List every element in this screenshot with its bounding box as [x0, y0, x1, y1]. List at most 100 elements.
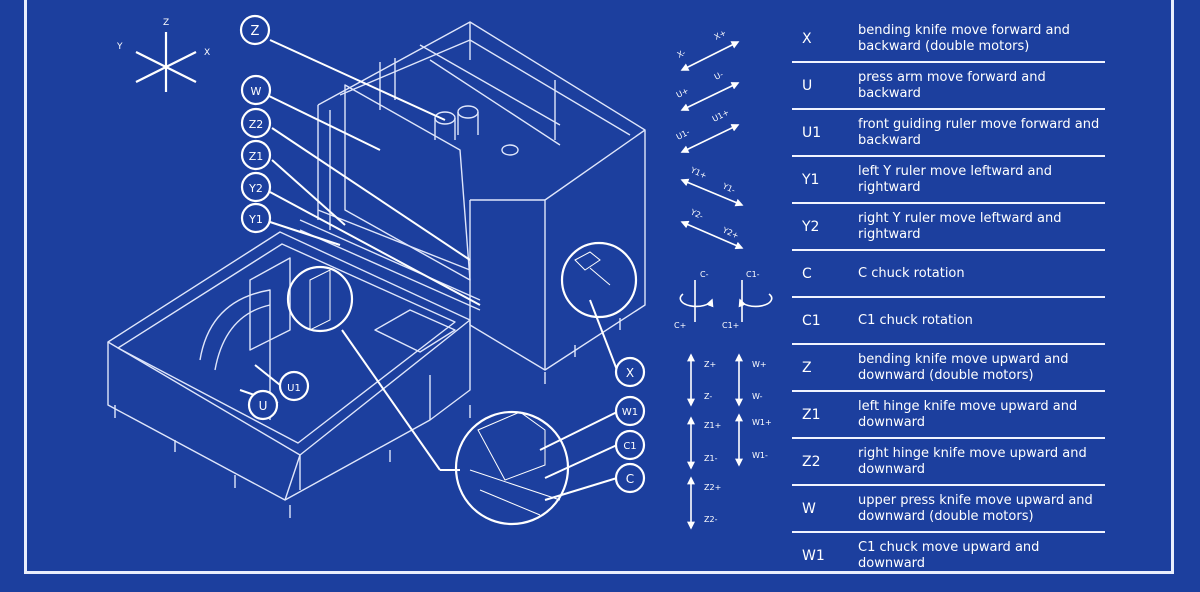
callout-u-label: U: [259, 399, 268, 413]
arrow-w1-plus-label: W1+: [752, 418, 772, 427]
arrow-y1-plus-label: Y1+: [688, 165, 708, 180]
arrow-z1-plus-label: Z1+: [704, 421, 721, 430]
arrow-u1-plus-label: U1+: [711, 108, 731, 124]
legend-desc: C chuck rotation: [858, 265, 965, 281]
legend-row: Y2 right Y ruler move leftward and right…: [792, 204, 1105, 251]
legend-desc: front guiding ruler move forward and bac…: [858, 116, 1100, 148]
legend-desc: C1 chuck rotation: [858, 312, 973, 328]
callout-y1-label: Y1: [248, 213, 263, 226]
arrow-c-plus-label: C+: [674, 321, 686, 330]
arrow-x-plus-label: X+: [713, 28, 728, 42]
arrow-x-minus-label: X-: [676, 48, 687, 60]
legend-desc: upper press knife move upward and downwa…: [858, 492, 1093, 524]
axis-legend: X bending knife move forward and backwar…: [792, 16, 1105, 578]
arrow-c-minus-label: C-: [700, 270, 709, 279]
callout-x-label: X: [626, 366, 634, 380]
callout-z1-label: Z1: [249, 150, 264, 163]
callout-c1-label: C1: [623, 441, 636, 452]
arrow-c1-rotation: [738, 280, 773, 322]
legend-desc: left hinge knife move upward and downwar…: [858, 398, 1078, 430]
leader-lines: [239, 39, 618, 501]
legend-desc: right Y ruler move leftward and rightwar…: [858, 210, 1062, 242]
callout-u1: U1: [278, 370, 310, 402]
axis-y-label: Y: [116, 42, 123, 52]
legend-key: C1: [802, 312, 821, 329]
callout-u1-label: U1: [287, 383, 301, 394]
legend-row: C1 C1 chuck rotation: [792, 298, 1105, 345]
callout-w1-label: W1: [622, 407, 638, 418]
callout-u: U: [247, 389, 279, 421]
callout-w: W: [240, 74, 272, 106]
arrow-z2-plus-label: Z2+: [704, 483, 721, 492]
legend-row: U press arm move forward and backward: [792, 63, 1105, 110]
callout-c1: C1: [614, 429, 646, 461]
axis-z-label: Z: [163, 18, 169, 28]
legend-row: Z2 right hinge knife move upward and dow…: [792, 439, 1105, 486]
blueprint-frame: [24, 0, 1174, 574]
legend-desc: bending knife move forward and backward …: [858, 22, 1070, 54]
legend-desc: bending knife move upward and downward (…: [858, 351, 1069, 383]
legend-key: Z: [802, 359, 812, 376]
callout-y2: Y2: [240, 171, 272, 203]
legend-row: Z bending knife move upward and downward…: [792, 345, 1105, 392]
legend-key: U1: [802, 124, 822, 141]
legend-row: U1 front guiding ruler move forward and …: [792, 110, 1105, 157]
legend-row: W upper press knife move upward and down…: [792, 486, 1105, 533]
callout-c: C: [614, 462, 646, 494]
callout-y1: Y1: [240, 202, 272, 234]
legend-row: X bending knife move forward and backwar…: [792, 16, 1105, 63]
legend-key: W1: [802, 547, 825, 564]
callout-w1: W1: [614, 395, 646, 427]
callout-w-label: W: [251, 85, 262, 98]
arrow-z-plus-label: Z+: [704, 360, 716, 369]
callout-z1: Z1: [240, 139, 272, 171]
arrow-u: [680, 82, 740, 111]
arrow-y2-minus-label: Y2-: [688, 207, 704, 221]
legend-row: Z1 left hinge knife move upward and down…: [792, 392, 1105, 439]
arrow-z-minus-label: Z-: [704, 392, 712, 401]
legend-key: X: [802, 30, 812, 47]
legend-row: Y1 left Y ruler move leftward and rightw…: [792, 157, 1105, 204]
arrow-w-minus-label: W-: [752, 392, 763, 401]
arrow-y1: [680, 178, 744, 207]
legend-desc: left Y ruler move leftward and rightward: [858, 163, 1052, 195]
legend-key: W: [802, 500, 816, 517]
legend-key: Z2: [802, 453, 821, 470]
arrow-u-minus-label: U-: [713, 70, 725, 82]
arrow-y1-minus-label: Y1-: [720, 181, 736, 195]
legend-key: U: [802, 77, 813, 94]
legend-row: C C chuck rotation: [792, 251, 1105, 298]
arrow-z1-minus-label: Z1-: [704, 454, 718, 463]
arrow-u1: [680, 124, 740, 153]
arrow-u-plus-label: U+: [675, 86, 690, 100]
arrow-c1-plus-label: C1+: [722, 321, 739, 330]
arrow-x: [680, 41, 740, 71]
legend-desc: right hinge knife move upward and downwa…: [858, 445, 1087, 477]
callout-y2-label: Y2: [248, 182, 263, 195]
callout-z: Z: [239, 14, 271, 46]
arrow-w1-minus-label: W1-: [752, 451, 768, 460]
callout-x: X: [614, 356, 646, 388]
arrow-c1-minus-label: C1-: [746, 270, 760, 279]
legend-key: Z1: [802, 406, 821, 423]
callout-c-label: C: [626, 472, 634, 486]
axis-x-label: X: [204, 48, 210, 58]
arrow-w-plus-label: W+: [752, 360, 767, 369]
arrow-c-rotation: [679, 280, 714, 322]
legend-key: C: [802, 265, 812, 282]
legend-key: Y2: [802, 218, 820, 235]
legend-row: W1 C1 chuck move upward and downward: [792, 533, 1105, 578]
callout-z2-label: Z2: [249, 118, 264, 131]
arrow-y2-plus-label: Y2+: [720, 225, 740, 240]
arrow-u1-minus-label: U1-: [675, 127, 692, 141]
arrow-y2: [680, 220, 744, 250]
axes-icon: [135, 32, 197, 92]
legend-desc: press arm move forward and backward: [858, 69, 1046, 101]
legend-desc: C1 chuck move upward and downward: [858, 539, 1040, 571]
callout-z2: Z2: [240, 107, 272, 139]
callout-z-label: Z: [251, 24, 260, 39]
legend-key: Y1: [802, 171, 820, 188]
detail-circles: [286, 241, 638, 526]
arrow-z2-minus-label: Z2-: [704, 515, 718, 524]
